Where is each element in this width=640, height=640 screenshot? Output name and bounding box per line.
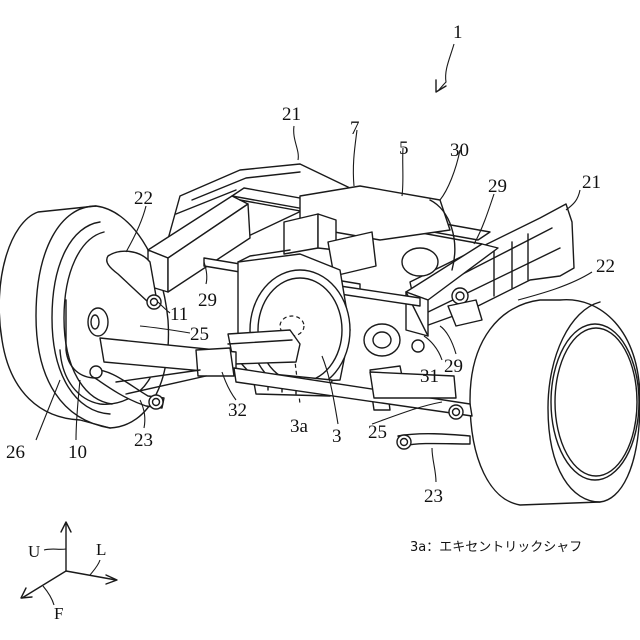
ref-30: 30: [450, 140, 469, 161]
drive-shafts: [99, 337, 473, 417]
front-axis: [21, 570, 67, 599]
upper-arm-left: [106, 250, 162, 310]
up-label: U: [28, 542, 40, 561]
ref-10: 10: [68, 442, 87, 463]
lower-arm-right: [396, 339, 471, 450]
left-label: L: [96, 540, 106, 559]
ref-29-right: 29: [444, 356, 463, 377]
reference-numerals: 1 21 21 7 5 30 29 22 22 29 11 25 29 31 3…: [6, 22, 615, 507]
ref-22-left: 22: [134, 188, 153, 209]
assembly-arrow: [435, 43, 455, 93]
ref-3a: 3a: [290, 416, 309, 437]
front-label: F: [54, 604, 63, 623]
ref-1: 1: [453, 22, 463, 43]
upper-arm-right: [447, 287, 483, 327]
left-axis: [65, 570, 117, 581]
lower-arm-left: [89, 365, 207, 410]
up-arrow-icon: [60, 521, 72, 533]
ref-25-left: 25: [190, 324, 209, 345]
ref-29-top: 29: [488, 176, 507, 197]
ref-32: 32: [228, 400, 247, 421]
right-wheel: [469, 299, 640, 506]
ref-23-left: 23: [134, 430, 153, 451]
left-arrow-icon: [105, 574, 118, 585]
ref-29-left: 29: [198, 290, 217, 311]
ref-26: 26: [6, 442, 25, 463]
ref-31: 31: [420, 366, 439, 387]
ref-11: 11: [170, 304, 188, 325]
leader-lines: [35, 125, 593, 483]
ref-21-right: 21: [582, 172, 601, 193]
upper-unit: [283, 185, 456, 277]
ref-3: 3: [332, 426, 342, 447]
front-arrow-icon: [20, 587, 33, 599]
direction-legend: U L F: [20, 521, 118, 623]
ref-21-left: 21: [282, 104, 301, 125]
ref-23-right: 23: [424, 486, 443, 507]
ref-5: 5: [399, 138, 409, 159]
ref-25-right: 25: [368, 422, 387, 443]
ref-22-right: 22: [596, 256, 615, 277]
caption: 3a：エキセントリックシャフ: [410, 540, 582, 555]
ref-7: 7: [350, 118, 360, 139]
